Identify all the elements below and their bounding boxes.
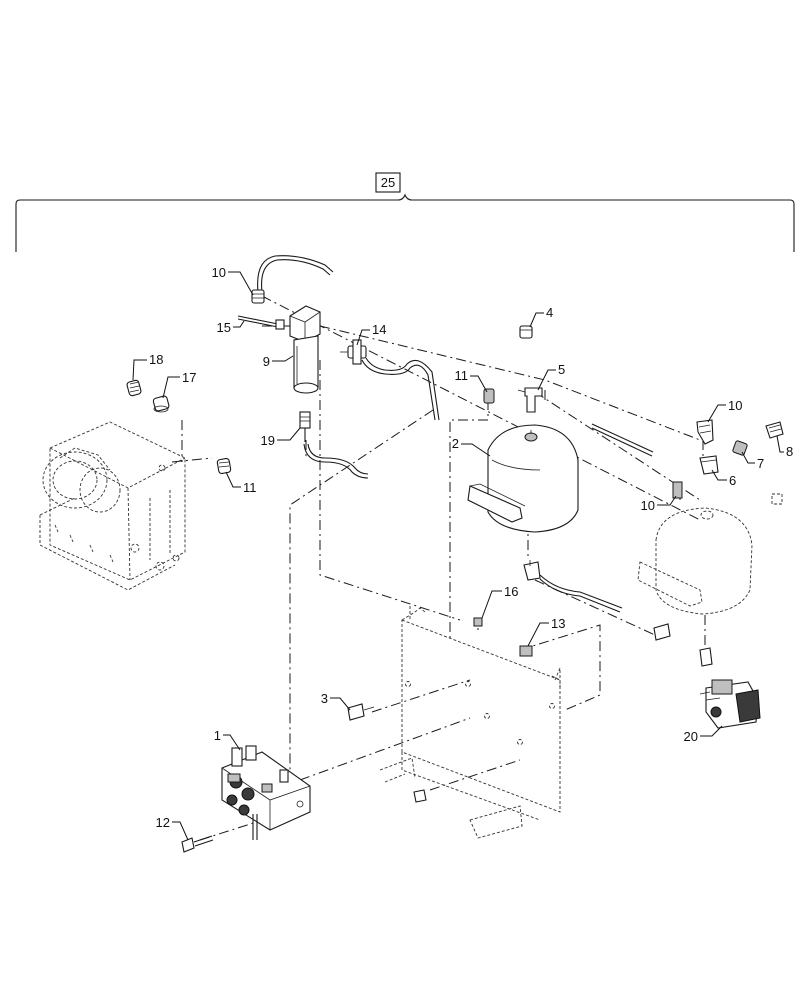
callout-11-left: 11 <box>243 480 257 495</box>
bolt-plate-lower <box>413 789 427 803</box>
assembly-bracket: 25 <box>15 172 795 252</box>
fitting-8 <box>765 421 784 439</box>
fitting-18 <box>126 379 142 397</box>
fitting-11-center <box>483 388 495 404</box>
callout-11-center: 11 <box>455 368 469 383</box>
tee-fitting-14 <box>340 339 367 365</box>
tank-2 <box>467 424 579 533</box>
callout-3: 3 <box>321 691 328 706</box>
fitting-center-lower <box>523 560 541 581</box>
callout-13: 13 <box>551 616 565 631</box>
fitting-11-left <box>216 457 232 475</box>
fitting-10-lower <box>672 481 683 499</box>
callout-19: 19 <box>261 433 275 448</box>
fitting-17 <box>152 395 170 413</box>
fitting-10-top <box>251 289 265 304</box>
hose-right-upper <box>591 423 654 457</box>
callout-9: 9 <box>263 354 270 369</box>
callout-8: 8 <box>786 444 793 459</box>
callout-2: 2 <box>452 436 459 451</box>
callout-1: 1 <box>214 728 221 743</box>
callout-14: 14 <box>372 322 386 337</box>
filter-9 <box>289 305 321 394</box>
leaders <box>132 271 784 841</box>
hose-lower-left <box>303 443 369 479</box>
fitting-19 <box>299 411 311 442</box>
elbow-fitting-5 <box>517 387 543 413</box>
callout-18: 18 <box>149 352 163 367</box>
tank-right <box>637 493 783 615</box>
bolt-12 <box>181 835 214 853</box>
assembly-callout: 25 <box>381 175 395 190</box>
callout-4: 4 <box>546 305 553 320</box>
callout-6: 6 <box>729 473 736 488</box>
fitting-4 <box>519 325 533 339</box>
fitting-right-lower <box>653 623 671 641</box>
bolt-3 <box>347 703 375 721</box>
callout-15: 15 <box>217 320 231 335</box>
fitting-7 <box>732 440 748 456</box>
callout-10-lower: 10 <box>641 498 655 513</box>
mounting-plate <box>379 606 561 839</box>
bolt-15 <box>237 315 285 330</box>
fitting-16 <box>473 617 483 627</box>
valve-block-1 <box>221 745 311 840</box>
callout-16: 16 <box>504 584 518 599</box>
callouts: 10 15 9 14 19 18 17 11 11 4 5 2 10 7 8 6… <box>149 265 793 830</box>
hose-middle <box>361 357 440 421</box>
elbow-fitting-10-right <box>696 419 714 445</box>
fitting-6 <box>699 455 719 475</box>
hose-upper <box>257 255 334 293</box>
solenoid-valve-20 <box>699 679 761 729</box>
callout-12: 12 <box>156 815 170 830</box>
compressor-assembly <box>39 421 186 591</box>
callout-17: 17 <box>182 370 196 385</box>
callout-7: 7 <box>757 456 764 471</box>
callout-10-right: 10 <box>728 398 742 413</box>
fitting-13 <box>519 645 533 657</box>
callout-5: 5 <box>558 362 565 377</box>
fitting-above-20 <box>699 647 713 667</box>
callout-20: 20 <box>684 729 698 744</box>
assembly-callout-box <box>375 172 401 193</box>
callout-10-top: 10 <box>212 265 226 280</box>
hose-center-lower <box>539 574 623 613</box>
